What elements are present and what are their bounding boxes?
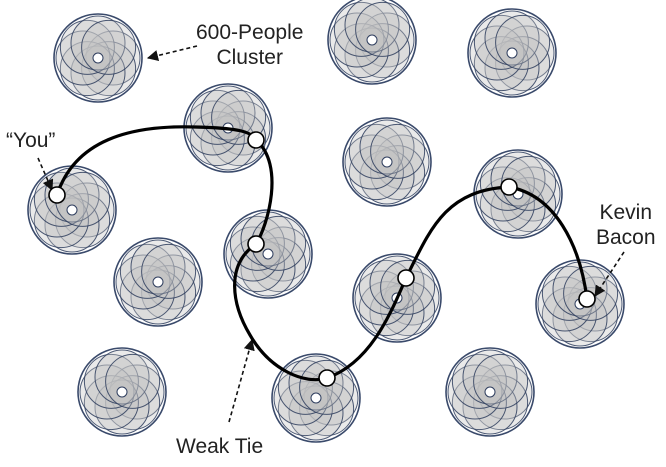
node-kevin-bacon xyxy=(578,290,596,308)
people-cluster xyxy=(77,347,167,437)
cluster-label: 600-People Cluster xyxy=(196,20,303,70)
weak-tie-label: Weak Tie xyxy=(176,435,264,458)
kevin-bacon-label-line-2: Bacon xyxy=(596,226,656,249)
node-bridge-2 xyxy=(247,235,265,253)
node-bridge-1 xyxy=(247,131,265,149)
people-cluster xyxy=(445,347,535,437)
people-cluster xyxy=(352,253,442,343)
node-bridge-4 xyxy=(397,269,415,287)
node-you xyxy=(48,186,66,204)
node-bridge-5 xyxy=(500,178,518,196)
weak-tie-callout-arrow xyxy=(228,338,255,423)
people-cluster xyxy=(327,0,417,85)
cluster-label-line-2: Cluster xyxy=(216,46,283,69)
people-cluster xyxy=(467,8,557,98)
people-cluster xyxy=(27,165,117,255)
people-cluster xyxy=(342,117,432,207)
people-cluster xyxy=(223,209,313,299)
node-bridge-3 xyxy=(318,369,336,387)
you-label: “You” xyxy=(6,129,56,152)
weak-tie-path xyxy=(55,125,589,382)
kevin-bacon-label-line-1: Kevin xyxy=(599,201,653,224)
kevin-bacon-label: Kevin Bacon xyxy=(596,200,656,250)
cluster-callout-arrow xyxy=(146,45,198,62)
kevin-bacon-callout-arrow xyxy=(594,251,625,297)
you-callout-arrow xyxy=(37,157,54,192)
people-cluster xyxy=(113,237,203,327)
people-cluster xyxy=(53,13,143,103)
people-cluster xyxy=(473,149,563,239)
cluster-label-line-1: 600-People xyxy=(196,21,304,44)
